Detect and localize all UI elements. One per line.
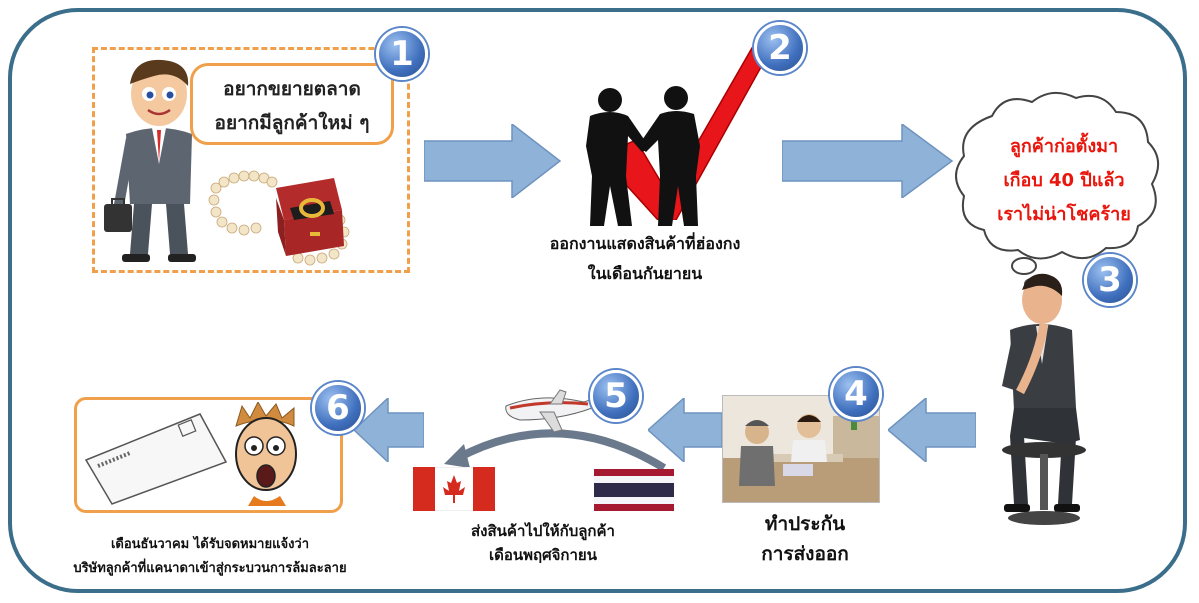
step4-caption: ทำประกัน การส่งออก [720,509,890,569]
thinking-businessman-icon [1002,273,1086,525]
shocked-face-icon [235,402,297,506]
arrow-step5-to-step6 [354,398,424,462]
step6-caption: เดือนธันวาคม ได้รับจดหมายแจ้งว่า บริษัทล… [40,533,380,581]
step1-dashed-box [92,47,410,273]
businessman-icon [104,59,196,262]
step3-cloud-line2: เกือบ 40 ปีแล้ว [1003,170,1125,191]
step6-caption-line2: บริษัทลูกค้าที่แคนาดาเข้าสู่กระบวนการล้ม… [73,561,347,576]
arrow-step3-to-step4 [888,398,976,462]
pearl-necklace-ring-icon [208,170,350,266]
arrow-step1-to-step2 [424,124,562,198]
handshake-silhouette-icon [586,86,700,226]
step1-bubble-line2: อยากมีลูกค้าใหม่ ๆ [214,112,370,134]
step3-cloud-line1: ลูกค้าก่อตั้งมา [1009,136,1119,157]
canada-flag-icon [413,467,495,511]
step1-speech-bubble: อยากขยายตลาด อยากมีลูกค้าใหม่ ๆ [190,63,394,145]
step5-caption-line1: ส่งสินค้าไปให้กับลูกค้า [471,522,615,540]
step3-cloud-line3: เราไม่น่าโชคร้าย [997,204,1131,225]
step1-number-badge: 1 [376,28,428,80]
thailand-flag-icon [594,469,674,511]
flight-path-curve [444,429,667,472]
step2-caption: ออกงานแสดงสินค้าที่ฮ่องกง ในเดือนกันยายน [515,229,775,289]
step1-bubble-line1: อยากขยายตลาด [223,78,361,100]
arrow-step2-to-step3 [782,124,954,198]
step4-caption-line2: การส่งออก [761,543,849,565]
step6-number-badge: 6 [312,382,364,434]
step4-number-badge: 4 [830,368,882,420]
step2-caption-line2: ในเดือนกันยายน [587,264,703,283]
envelope-icon [84,413,228,505]
step2-caption-line1: ออกงานแสดงสินค้าที่ฮ่องกง [549,234,741,253]
airplane-icon [505,389,597,433]
step3-thought-text: ลูกค้าก่อตั้งมา เกือบ 40 ปีแล้ว เราไม่น่… [978,130,1150,232]
step5-caption-line2: เดือนพฤศจิกายน [489,546,597,564]
step2-number-badge: 2 [754,22,806,74]
step3-number-badge: 3 [1084,254,1136,306]
step6-caption-line1: เดือนธันวาคม ได้รับจดหมายแจ้งว่า [110,537,310,552]
step5-caption: ส่งสินค้าไปให้กับลูกค้า เดือนพฤศจิกายน [408,519,678,567]
step5-number-badge: 5 [590,370,642,422]
step4-caption-line1: ทำประกัน [764,513,846,535]
arrow-step4-to-step5 [648,398,722,462]
